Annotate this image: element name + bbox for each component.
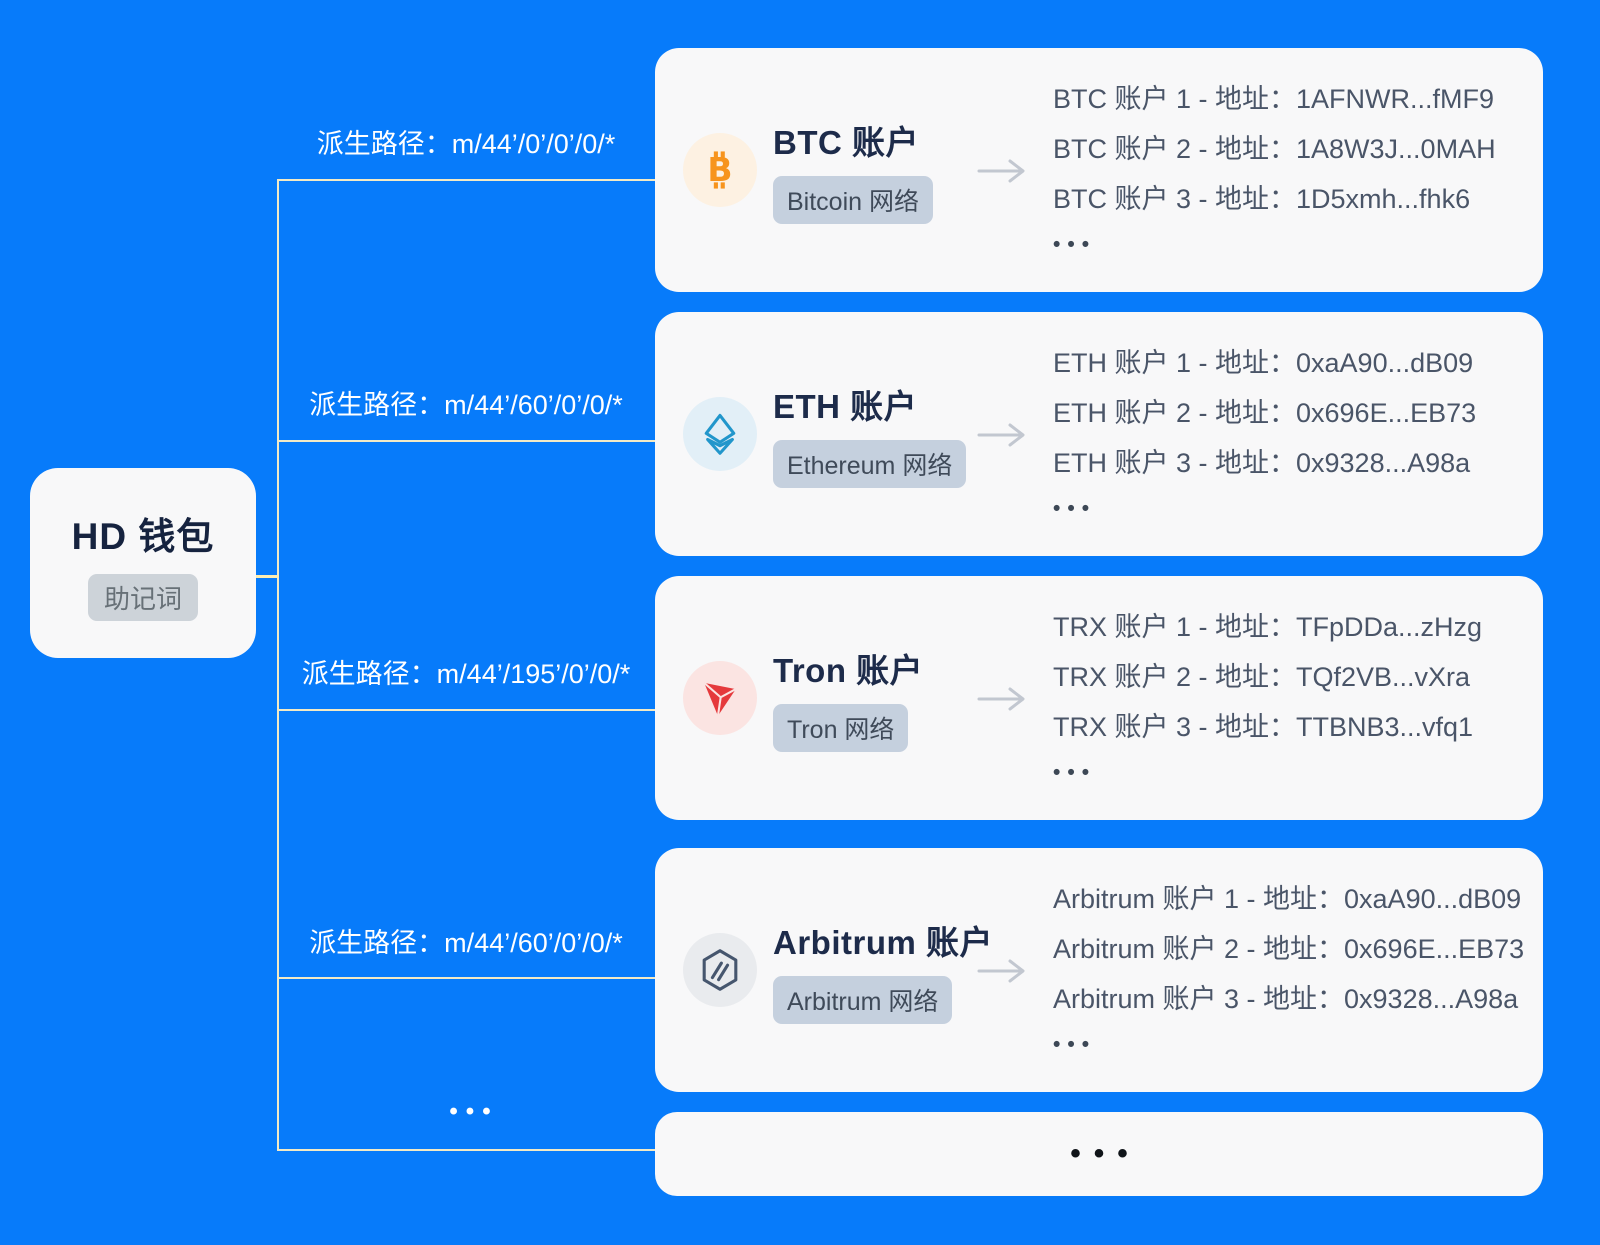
- bitcoin-icon: B: [683, 133, 757, 207]
- more-branches-ellipsis: •••: [449, 1098, 499, 1125]
- hd-wallet-title: HD 钱包: [71, 515, 215, 557]
- path-label-btc: 派生路径：m/44’/0’/0’/0/*: [316, 129, 616, 159]
- svg-text:B: B: [707, 150, 732, 189]
- btc-card-text: BTC 账户 Bitcoin 网络: [773, 116, 977, 224]
- address-item: ETH 账户 1 - 地址：0xaA90...dB09: [1053, 348, 1474, 378]
- ethereum-icon: [683, 397, 757, 471]
- hd-wallet-card: HD 钱包 助记词: [30, 468, 256, 658]
- eth-network-badge: Ethereum 网络: [773, 440, 967, 488]
- address-item: BTC 账户 1 - 地址：1AFNWR...fMF9: [1053, 84, 1495, 114]
- arbitrum-card-text: Arbitrum 账户 Arbitrum 网络: [773, 916, 993, 1024]
- eth-address-list: ETH 账户 1 - 地址：0xaA90...dB09 ETH 账户 2 - 地…: [1053, 338, 1476, 530]
- address-item: TRX 账户 1 - 地址：TFpDDa...zHzg: [1053, 612, 1483, 642]
- more-networks-card: •••: [655, 1112, 1543, 1196]
- path-label-eth: 派生路径：m/44’/60’/0’/0/*: [309, 390, 623, 420]
- branch-line-tron: [278, 709, 656, 711]
- address-item: ETH 账户 2 - 地址：0x696E...EB73: [1053, 398, 1477, 428]
- address-item: Arbitrum 账户 2 - 地址：0x696E...EB73: [1053, 934, 1525, 964]
- address-item: ETH 账户 3 - 地址：0x9328...A98a: [1053, 448, 1471, 478]
- address-list-ellipsis: •••: [1053, 761, 1097, 784]
- tron-address-list: TRX 账户 1 - 地址：TFpDDa...zHzg TRX 账户 2 - 地…: [1053, 602, 1482, 794]
- btc-address-list: BTC 账户 1 - 地址：1AFNWR...fMF9 BTC 账户 2 - 地…: [1053, 74, 1496, 266]
- btc-card-title: BTC 账户: [773, 124, 919, 161]
- arbitrum-network-badge: Arbitrum 网络: [773, 976, 953, 1024]
- branch-line-btc: [278, 179, 656, 181]
- tron-card-text: Tron 账户 Tron 网络: [773, 644, 977, 752]
- address-item: Arbitrum 账户 3 - 地址：0x9328...A98a: [1053, 984, 1519, 1014]
- arrow-right-icon: [977, 421, 1039, 454]
- btc-account-card: B BTC 账户 Bitcoin 网络 BTC 账户 1 - 地址：1AFNWR…: [655, 48, 1543, 292]
- address-item: TRX 账户 2 - 地址：TQf2VB...vXra: [1053, 662, 1471, 692]
- address-item: TRX 账户 3 - 地址：TTBNB3...vfq1: [1053, 712, 1474, 742]
- eth-card-title: ETH 账户: [773, 388, 918, 425]
- branch-line-more: [278, 1149, 656, 1151]
- path-label-arbitrum: 派生路径：m/44’/60’/0’/0/*: [309, 928, 623, 958]
- address-list-ellipsis: •••: [1053, 1033, 1097, 1056]
- trunk-line: [277, 179, 279, 1151]
- tron-account-card: Tron 账户 Tron 网络 TRX 账户 1 - 地址：TFpDDa...z…: [655, 576, 1543, 820]
- address-item: BTC 账户 3 - 地址：1D5xmh...fhk6: [1053, 184, 1471, 214]
- tron-network-badge: Tron 网络: [773, 704, 909, 752]
- arbitrum-icon: [683, 933, 757, 1007]
- address-list-ellipsis: •••: [1053, 497, 1097, 520]
- btc-network-badge: Bitcoin 网络: [773, 176, 933, 224]
- arrow-right-icon: [977, 157, 1039, 190]
- more-networks-ellipsis: •••: [1070, 1137, 1141, 1170]
- address-list-ellipsis: •••: [1053, 233, 1097, 256]
- arbitrum-card-title: Arbitrum 账户: [773, 924, 993, 961]
- address-item: BTC 账户 2 - 地址：1A8W3J...0MAH: [1053, 134, 1496, 164]
- arrow-right-icon: [977, 957, 1039, 990]
- arbitrum-account-card: Arbitrum 账户 Arbitrum 网络 Arbitrum 账户 1 - …: [655, 848, 1543, 1092]
- address-item: Arbitrum 账户 1 - 地址：0xaA90...dB09: [1053, 884, 1522, 914]
- arrow-right-icon: [977, 685, 1039, 718]
- tron-card-title: Tron 账户: [773, 652, 924, 689]
- eth-account-card: ETH 账户 Ethereum 网络 ETH 账户 1 - 地址：0xaA90.…: [655, 312, 1543, 556]
- branch-line-arbitrum: [278, 977, 656, 979]
- tron-icon: [683, 661, 757, 735]
- branch-line-eth: [278, 440, 656, 442]
- path-label-tron: 派生路径：m/44’/195’/0’/0/*: [301, 659, 631, 689]
- arbitrum-address-list: Arbitrum 账户 1 - 地址：0xaA90...dB09 Arbitru…: [1053, 874, 1524, 1066]
- eth-card-text: ETH 账户 Ethereum 网络: [773, 380, 977, 488]
- mnemonic-badge: 助记词: [87, 573, 198, 621]
- root-connector-line: [253, 575, 279, 578]
